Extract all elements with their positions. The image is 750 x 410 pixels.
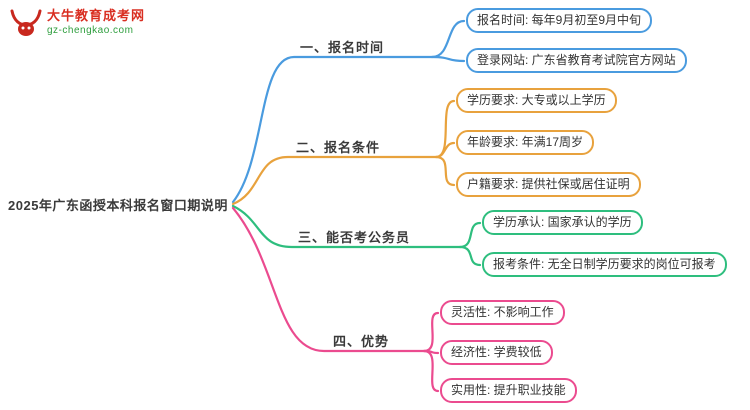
node-residence-requirement: 户籍要求: 提供社保或居住证明: [456, 172, 641, 197]
branch-label-registration-conditions: 二、报名条件: [296, 140, 381, 155]
branch4-child3-line: [422, 349, 440, 393]
branch3-child2-line: [458, 245, 482, 267]
bull-logo-icon: [10, 9, 42, 36]
branch3-child1-line: [458, 221, 482, 249]
node-age-requirement: 年龄要求: 年满17周岁: [456, 130, 595, 155]
node-economy: 经济性: 学费较低: [440, 340, 553, 365]
branch-label-advantages: 四、优势: [333, 334, 390, 349]
node-registration-time: 报名时间: 每年9月初至9月中旬: [466, 8, 653, 33]
branch1-main-line: [231, 55, 434, 204]
central-topic: 2025年广东函授本科报名窗口期说明: [8, 198, 228, 213]
node-degree-recognition: 学历承认: 国家承认的学历: [482, 210, 643, 235]
branch1-child1-line: [430, 19, 466, 59]
node-application-condition: 报考条件: 无全日制学历要求的岗位可报考: [482, 252, 727, 277]
brand-name: 大牛教育成考网: [47, 8, 146, 23]
branch4-child1-line: [422, 311, 440, 353]
node-flexibility: 灵活性: 不影响工作: [440, 300, 565, 325]
logo: 大牛教育成考网 gz-chengkao.com: [10, 8, 145, 38]
node-education-requirement: 学历要求: 大专或以上学历: [456, 88, 617, 113]
node-practicality: 实用性: 提升职业技能: [440, 378, 577, 403]
branch2-main-line: [231, 155, 438, 206]
logo-text: 大牛教育成考网 gz-chengkao.com: [47, 8, 145, 37]
branch-label-registration-time: 一、报名时间: [300, 40, 385, 55]
branch1-child2-line: [430, 55, 466, 63]
brand-domain: gz-chengkao.com: [47, 25, 134, 36]
branch-label-civil-service: 三、能否考公务员: [298, 230, 411, 245]
branch2-child3-line: [434, 155, 456, 187]
node-login-website: 登录网站: 广东省教育考试院官方网站: [466, 48, 687, 73]
branch4-child2-line: [422, 349, 440, 355]
branch2-child2-line: [434, 141, 456, 159]
branch2-child1-line: [434, 99, 456, 159]
